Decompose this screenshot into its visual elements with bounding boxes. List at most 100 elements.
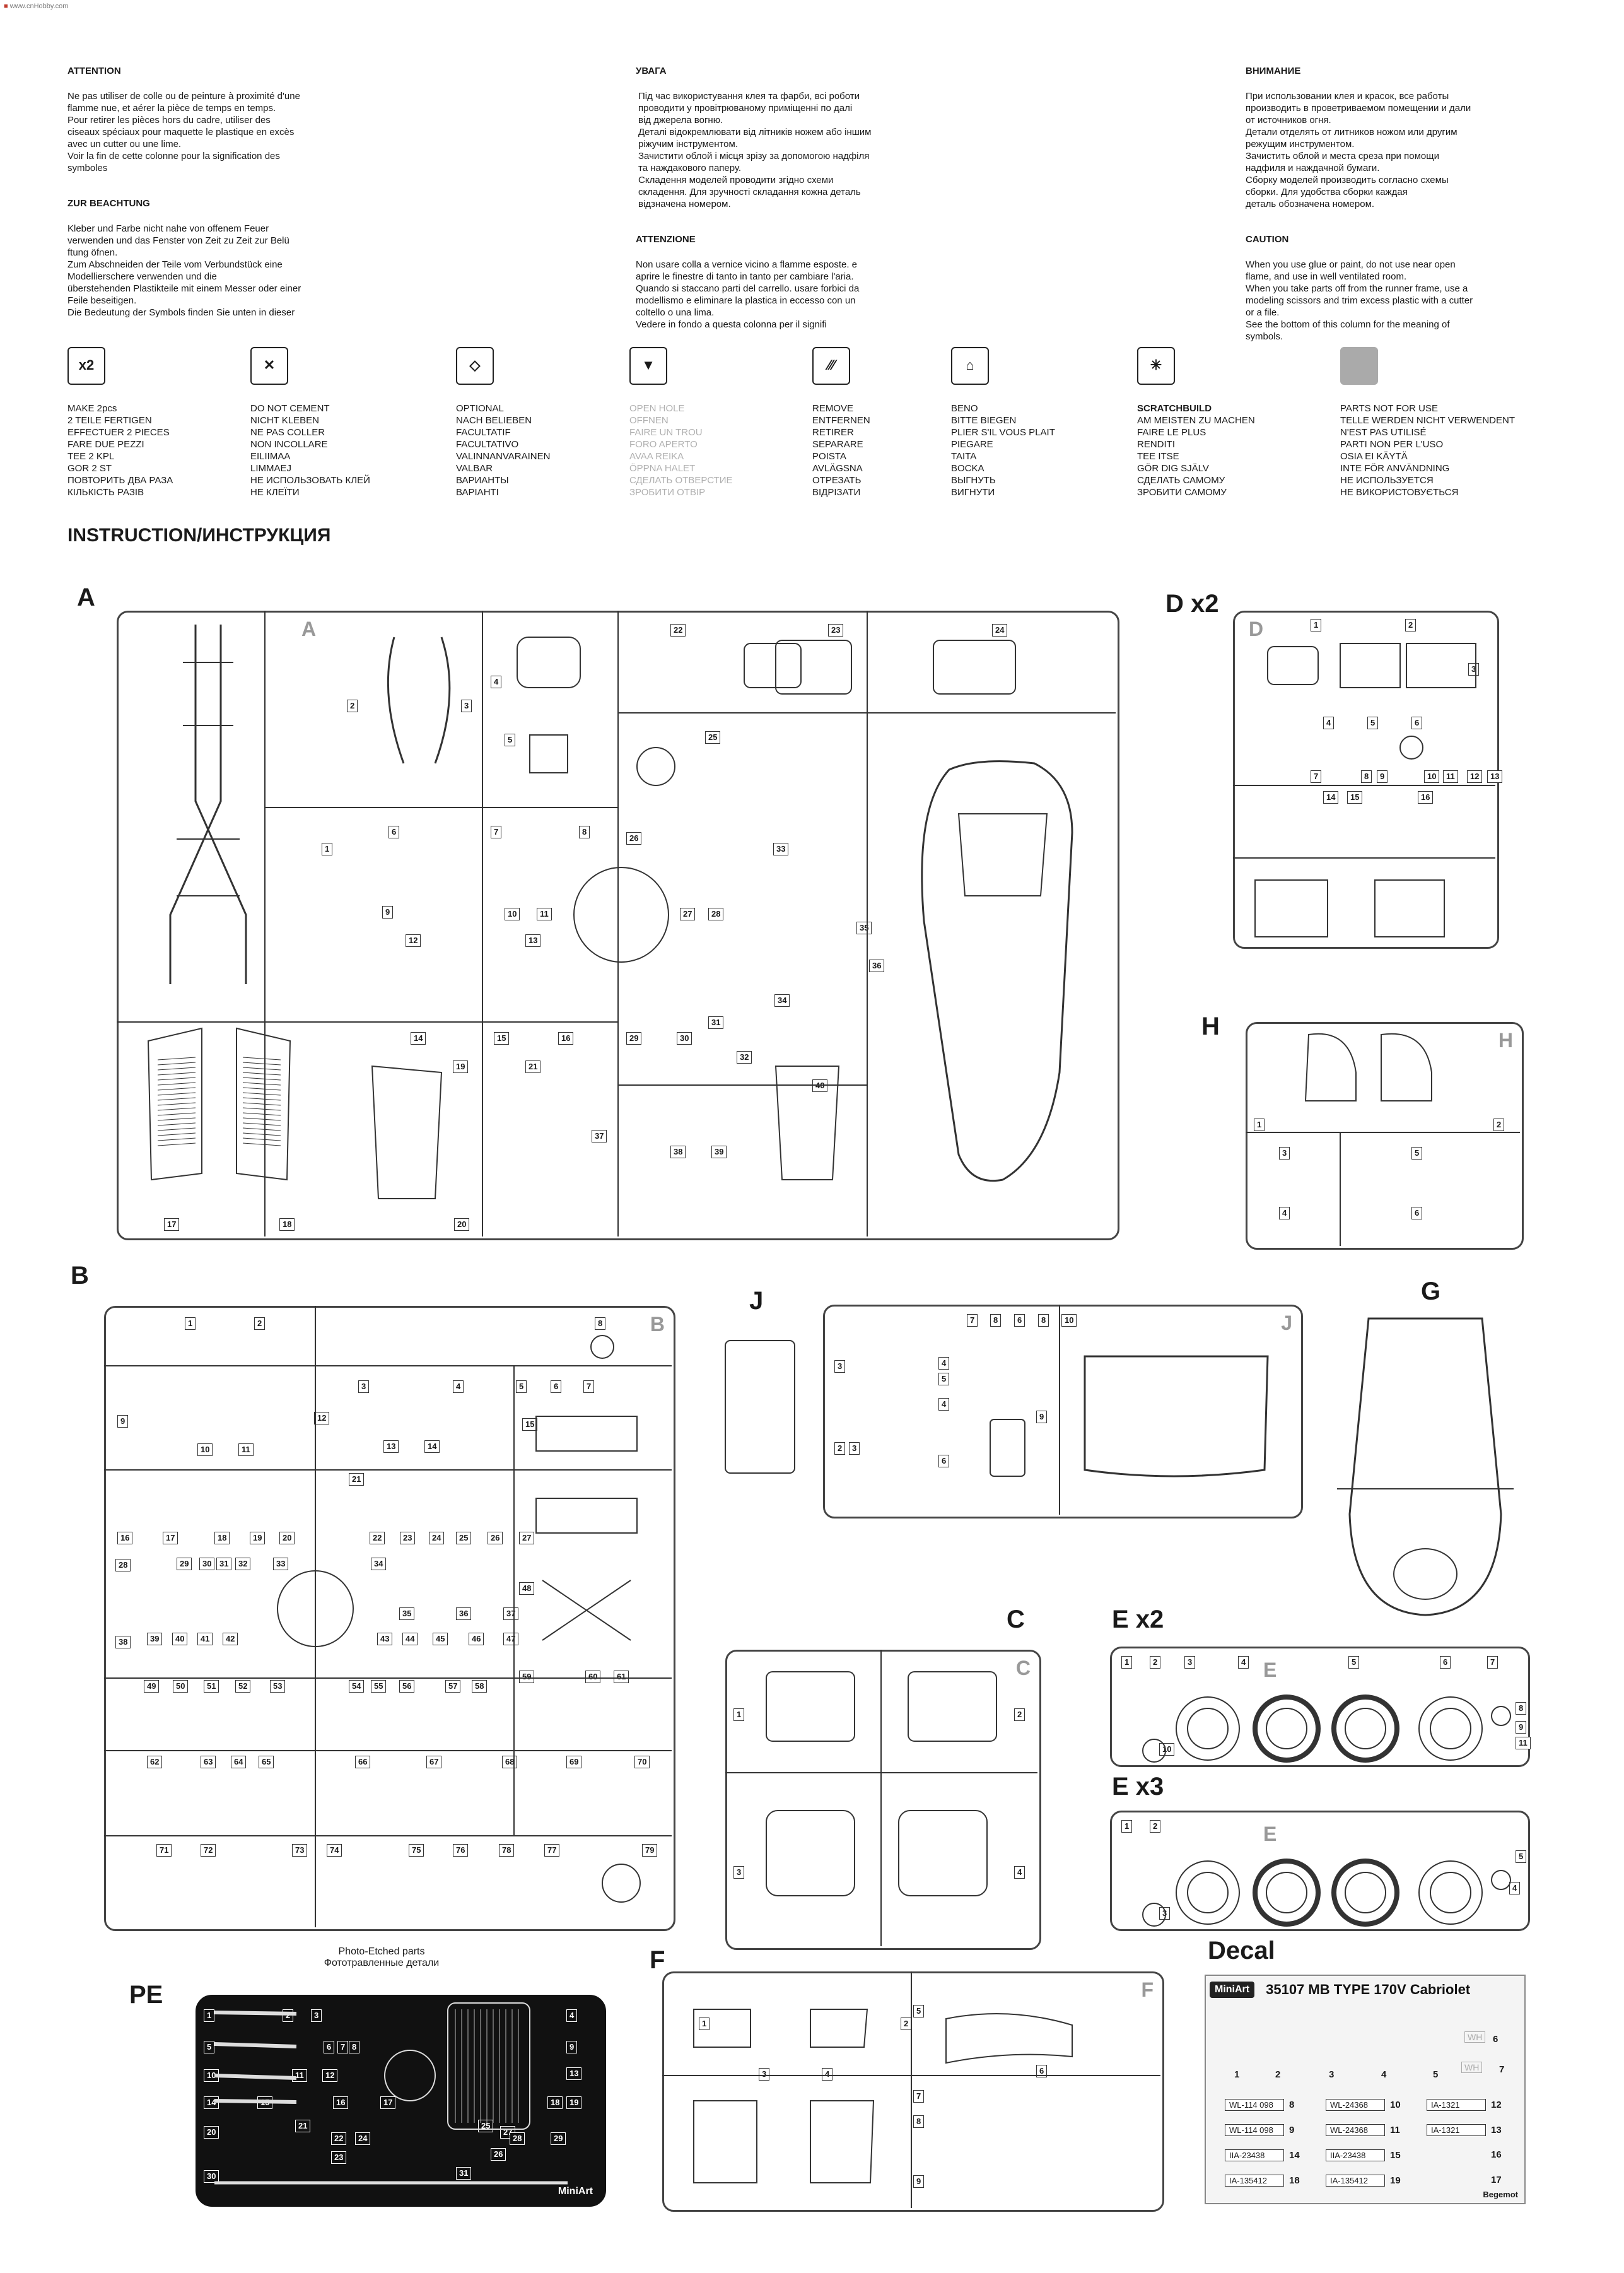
part-number: 29 [177,1558,192,1570]
seat-back [1381,1033,1432,1101]
part-number: 3 [311,2009,322,2022]
pe-strip [214,2011,297,2016]
warning-title: ВНИМАНИЕ [1246,66,1301,76]
symbol-text: LIMMAEJ [250,463,292,474]
grille-panel [236,1027,291,1181]
grille-slat [157,1077,196,1081]
symbol-text: EILIIMAA [250,451,291,462]
symbol-text: НЕ ВИКОРИСТОВУЄТЬСЯ [1340,487,1459,498]
part-number: 22 [370,1532,385,1544]
part-number: 4 [1323,717,1335,729]
window-frame [693,2009,751,2048]
symbol-text: ВИГНУТИ [951,487,995,498]
part-number: 12 [322,2069,338,2082]
part-number: 7 [967,1314,978,1327]
part-number: 1 [1254,1119,1265,1131]
part-number: 11 [537,908,552,920]
warning-body: When you use glue or paint, do not use n… [1246,259,1473,342]
wheel-inner [1187,1708,1229,1749]
part-number: 31 [216,1558,232,1570]
part-number: 6 [1411,1207,1423,1219]
symbol-text: ОТРЕЗАТЬ [812,475,862,486]
bend-icon: ⌂ [951,347,989,385]
part-number: 16 [1418,791,1434,804]
cross-brace [542,1580,631,1641]
grille-slat [242,1067,281,1071]
part-number: 5 [913,2005,925,2018]
part-number: 78 [499,1844,515,1857]
part-number: 2 [1150,1656,1161,1669]
wheel-inner [1430,1708,1471,1749]
part-number: 77 [544,1844,560,1857]
part-number: 30 [204,2170,219,2183]
part-number: 6 [1036,2065,1048,2077]
part-number: 6 [388,826,400,838]
part-number: 2 [1014,1708,1025,1721]
part-number: 12 [314,1412,330,1424]
part-number: 9 [1036,1411,1048,1423]
symbol-text: PLIER S'IL VOUS PLAIT [951,427,1055,438]
symbol-text: ЗРОБИТИ ОТВІР [629,487,706,498]
floor-panel [371,1065,443,1199]
part-number: 10 [505,908,520,920]
wheel-hub [1142,1903,1166,1927]
symbol-text: ВАРИАНТЫ [456,475,509,486]
decal-number: 13 [1491,2125,1502,2135]
part-outline [1267,646,1319,685]
part-number: 19 [250,1532,266,1544]
louver-panel [1406,643,1476,688]
part-number: 11 [1516,1737,1531,1749]
wheel [1176,1860,1240,1925]
part-number: 15 [522,1418,538,1431]
symbol-glyph: ✕ [263,357,276,373]
wheel-inner [1266,1872,1307,1913]
wheel-inner [1345,1872,1386,1913]
part-number: 8 [349,2041,360,2053]
symbol-text: ЗРОБИТИ САМОМУ [1137,487,1227,498]
part-number: 21 [295,2120,311,2132]
part-number: 5 [1516,1850,1527,1863]
symbol-text: RENDITI [1137,439,1175,450]
warning-body: Під час використування клея та фарби, вс… [638,91,872,209]
part-number: 9 [382,906,394,919]
window-frame [810,2009,868,2048]
wheel-inner [1430,1872,1471,1913]
part-number: 2 [901,2018,912,2030]
part-number: 4 [938,1357,950,1370]
part-number: 17 [164,1218,180,1231]
grille-slat [242,1137,281,1141]
plate-text: IA-135412 [1326,2175,1385,2187]
part-number: 38 [670,1146,686,1158]
pe-strip [214,2042,297,2048]
do-not-cement-icon: ✕ [250,347,288,385]
part-number: 45 [433,1633,448,1645]
part-number: 24 [429,1532,445,1544]
wheel [1253,1859,1321,1927]
part-number: 53 [270,1680,286,1693]
part-number: 3 [358,1380,370,1393]
symbol-glyph: ⁄⁄⁄ [827,357,835,373]
grille-part [529,734,568,773]
part-number: 5 [516,1380,527,1393]
grille-slat [157,1117,196,1121]
part-number: 3 [461,700,472,712]
part-number: 2 [1405,619,1417,631]
plate-text: IIA-23438 [1326,2149,1385,2161]
part-number: 51 [204,1680,219,1693]
grille-slat [242,1117,281,1121]
part-number: 6 [551,1380,562,1393]
symbol-text: MAKE 2pcs [67,403,117,414]
decal-label: Decal [1208,1937,1275,1965]
decal-number: 1 [1234,2069,1240,2080]
part-number: 4 [1279,1207,1290,1219]
part-number: 36 [869,960,885,972]
symbol-text: NON INCOLLARE [250,439,328,450]
part-number: 8 [1516,1702,1527,1715]
sprue-tag: J [1281,1312,1292,1334]
grille-slat [157,1132,196,1136]
